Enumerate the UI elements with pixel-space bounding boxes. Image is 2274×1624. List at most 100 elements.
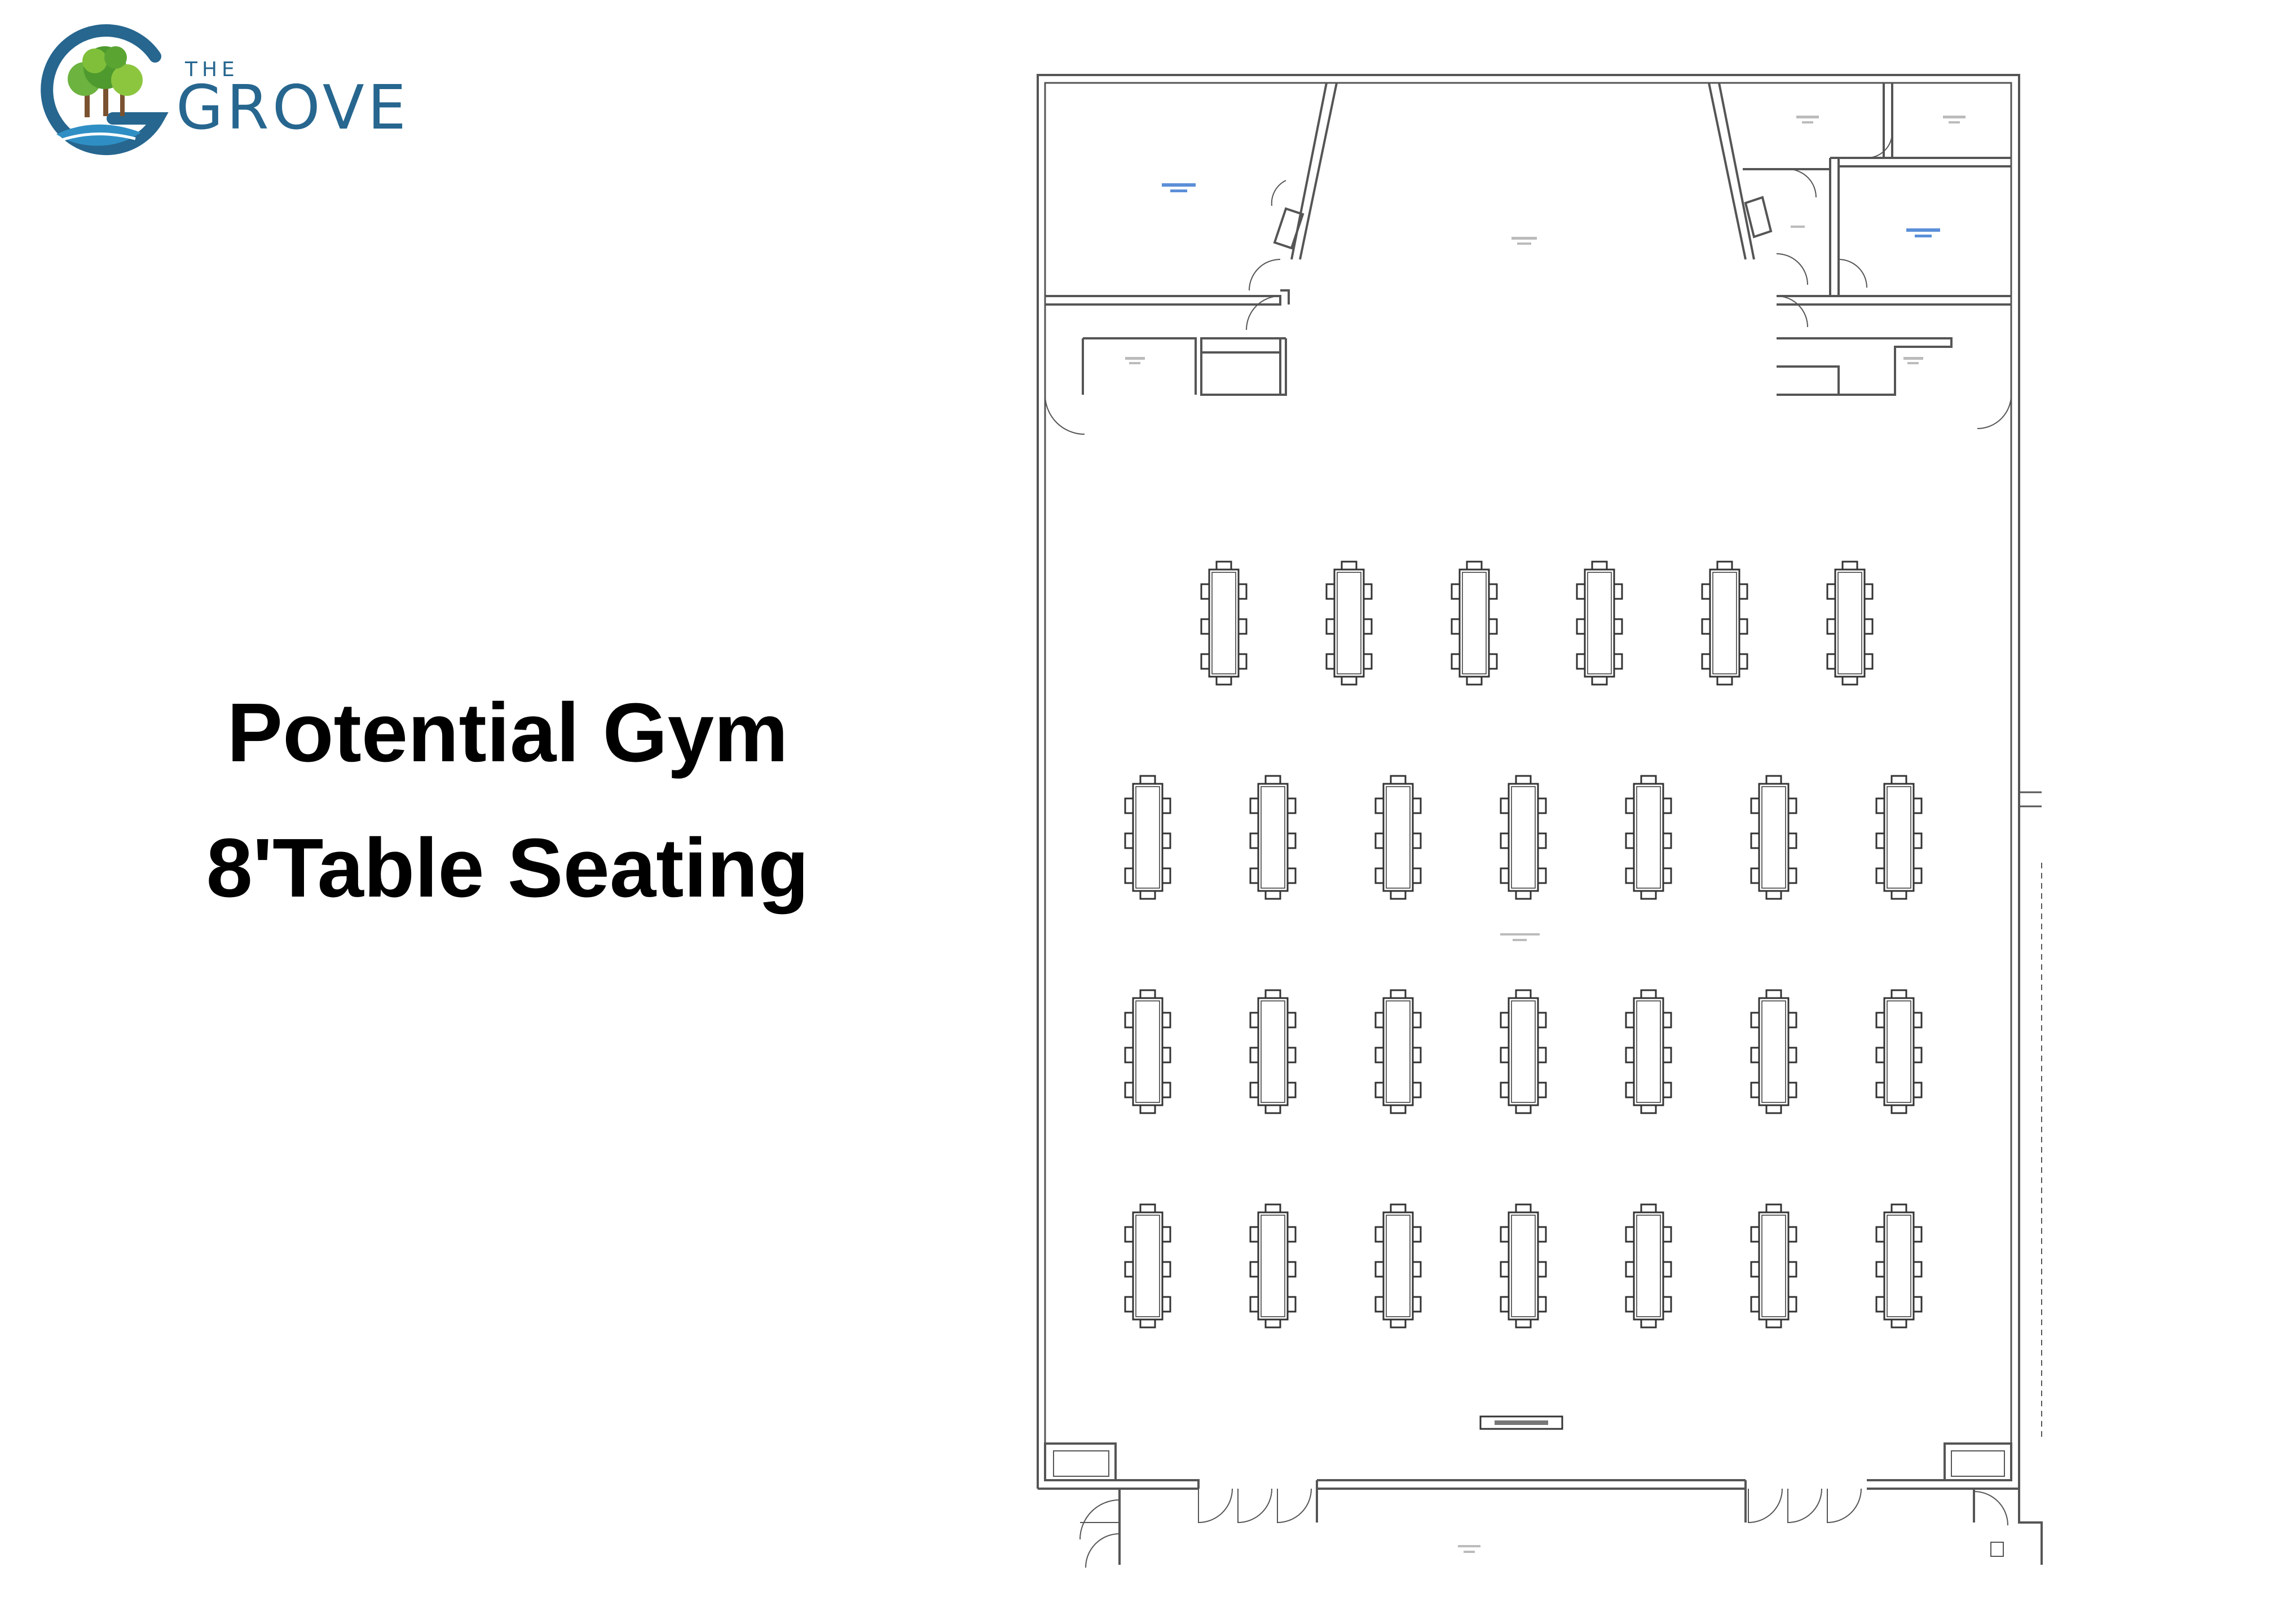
chair-left: [1249, 867, 1258, 884]
chair-right: [1413, 1226, 1422, 1243]
chair-bottom: [1264, 1105, 1281, 1114]
chair-left: [1451, 583, 1460, 600]
chair-left: [1701, 653, 1710, 670]
chair-bottom: [1515, 891, 1532, 900]
chair-top: [1890, 775, 1907, 784]
chair-top: [1139, 775, 1156, 784]
chair-left: [1200, 583, 1209, 600]
chair-left: [1374, 1226, 1383, 1243]
chair-left: [1875, 1261, 1884, 1278]
table-2-3: [1374, 775, 1422, 900]
table-top: [1382, 1211, 1414, 1321]
chair-right: [1614, 653, 1623, 670]
chair-top: [1841, 561, 1858, 570]
chair-left: [1249, 1082, 1258, 1098]
table-top: [1208, 568, 1240, 678]
chair-right: [1162, 797, 1171, 814]
chair-left: [1124, 1012, 1133, 1029]
chair-right: [1788, 867, 1797, 884]
chair-bottom: [1139, 891, 1156, 900]
table-top-inner: [1337, 572, 1361, 674]
chair-top: [1515, 1203, 1532, 1212]
chair-right: [1489, 618, 1498, 635]
table-top-inner: [1712, 572, 1737, 674]
chair-bottom: [1466, 677, 1483, 686]
chair-left: [1875, 797, 1884, 814]
chair-right: [1364, 583, 1373, 600]
chair-left: [1374, 832, 1383, 849]
chair-right: [1663, 1082, 1672, 1098]
chair-left: [1750, 797, 1759, 814]
chair-right: [1413, 1047, 1422, 1063]
chair-top: [1390, 775, 1407, 784]
table-top-inner: [1462, 572, 1487, 674]
chair-right: [1538, 867, 1547, 884]
chair-right: [1413, 797, 1422, 814]
chair-top: [1264, 1203, 1281, 1212]
chair-left: [1325, 583, 1334, 600]
chair-right: [1788, 1082, 1797, 1098]
table-top-inner: [1211, 572, 1236, 674]
chair-right: [1914, 1047, 1923, 1063]
chair-right: [1162, 1226, 1171, 1243]
chair-top: [1716, 561, 1733, 570]
chair-right: [1288, 1226, 1297, 1243]
chair-left: [1451, 653, 1460, 670]
chair-left: [1249, 1012, 1258, 1029]
chair-right: [1865, 583, 1874, 600]
table-top-inner: [1386, 1000, 1411, 1103]
chair-left: [1875, 832, 1884, 849]
chair-top: [1264, 775, 1281, 784]
chair-left: [1625, 1012, 1634, 1029]
table-2-7: [1875, 775, 1923, 900]
table-4-2: [1249, 1203, 1297, 1329]
chair-left: [1750, 867, 1759, 884]
chair-left: [1875, 1226, 1884, 1243]
chair-left: [1374, 1047, 1383, 1063]
table-top: [1883, 997, 1915, 1106]
table-2-5: [1625, 775, 1672, 900]
chair-right: [1914, 867, 1923, 884]
table-top-inner: [1511, 786, 1536, 889]
table-3-2: [1249, 989, 1297, 1114]
chair-right: [1865, 653, 1874, 670]
chair-bottom: [1139, 1105, 1156, 1114]
table-top-inner: [1261, 786, 1285, 889]
chair-left: [1500, 1012, 1509, 1029]
chair-right: [1914, 832, 1923, 849]
chair-top: [1515, 989, 1532, 998]
chair-right: [1538, 1047, 1547, 1063]
table-top-inner: [1636, 1215, 1661, 1317]
chair-right: [1162, 832, 1171, 849]
chair-right: [1538, 1012, 1547, 1029]
chair-left: [1124, 867, 1133, 884]
bottom-wall-right: [1867, 1479, 2043, 1565]
top-left-wedge: [1273, 82, 1338, 260]
bottom-door-right-swing: [1973, 1491, 2008, 1526]
chair-bottom: [1640, 1105, 1657, 1114]
chair-left: [1625, 1261, 1634, 1278]
table-4-6: [1750, 1203, 1797, 1329]
bottom-wall-mid: [1316, 1479, 1747, 1522]
chair-right: [1288, 832, 1297, 849]
chair-left: [1249, 1047, 1258, 1063]
table-3-5: [1625, 989, 1672, 1114]
chair-left: [1500, 1296, 1509, 1313]
table-top-inner: [1261, 1215, 1285, 1317]
chair-left: [1500, 1082, 1509, 1098]
chair-top: [1215, 561, 1232, 570]
table-top: [1458, 568, 1490, 678]
chair-left: [1875, 867, 1884, 884]
chair-right: [1663, 1047, 1672, 1063]
chair-bottom: [1515, 1320, 1532, 1329]
table-1-2: [1325, 561, 1373, 686]
chair-left: [1576, 618, 1585, 635]
chair-left: [1701, 583, 1710, 600]
chair-top: [1390, 989, 1407, 998]
table-top-inner: [1511, 1000, 1536, 1103]
chair-right: [1162, 1261, 1171, 1278]
table-top: [1257, 997, 1289, 1106]
table-3-1: [1124, 989, 1171, 1114]
table-top: [1584, 568, 1615, 678]
table-4-3: [1374, 1203, 1422, 1329]
